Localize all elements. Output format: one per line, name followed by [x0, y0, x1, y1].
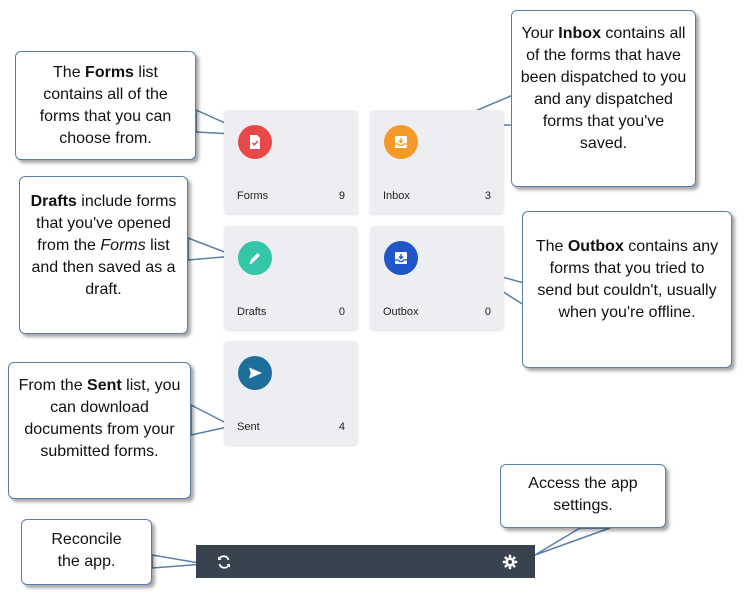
tile-inbox[interactable]: Inbox 3 — [370, 110, 504, 214]
gear-icon — [502, 554, 518, 569]
settings-callout-pointer — [534, 527, 611, 556]
reconcile-button[interactable] — [209, 545, 239, 578]
forms-callout: The Forms list contains all of the forms… — [15, 51, 196, 160]
tile-count: 4 — [338, 421, 345, 433]
tile-label: Inbox — [383, 190, 410, 202]
tile-count: 0 — [338, 306, 345, 318]
settings-callout: Access the app settings. — [500, 464, 666, 528]
reconcile-callout: Reconcile the app. — [21, 519, 152, 585]
tile-count: 3 — [484, 190, 491, 202]
tile-outbox[interactable]: Outbox 0 — [370, 226, 504, 330]
tile-label: Drafts — [237, 306, 267, 318]
tile-label: Sent — [237, 421, 260, 433]
tile-label: Forms — [237, 190, 269, 202]
sent-callout: From the Sent list, you can download doc… — [8, 362, 191, 499]
tile-label: Outbox — [383, 306, 419, 318]
outbox-callout: The Outbox contains any forms that you t… — [522, 211, 732, 368]
bottom-toolbar — [196, 545, 535, 578]
forms-icon — [238, 125, 272, 159]
tile-count: 9 — [338, 190, 345, 202]
drafts-callout: Drafts include forms that you've opened … — [19, 176, 188, 334]
tile-drafts[interactable]: Drafts 0 — [224, 226, 358, 330]
send-icon — [238, 356, 272, 390]
pencil-icon — [238, 241, 272, 275]
tile-sent[interactable]: Sent 4 — [224, 341, 358, 445]
outbox-icon — [384, 241, 418, 275]
settings-button[interactable] — [495, 545, 525, 578]
tile-count: 0 — [484, 306, 491, 318]
tile-forms[interactable]: Forms 9 — [224, 110, 358, 214]
inbox-callout: Your Inbox contains all of the forms tha… — [511, 10, 696, 187]
inbox-icon — [384, 125, 418, 159]
sync-icon — [218, 554, 230, 569]
